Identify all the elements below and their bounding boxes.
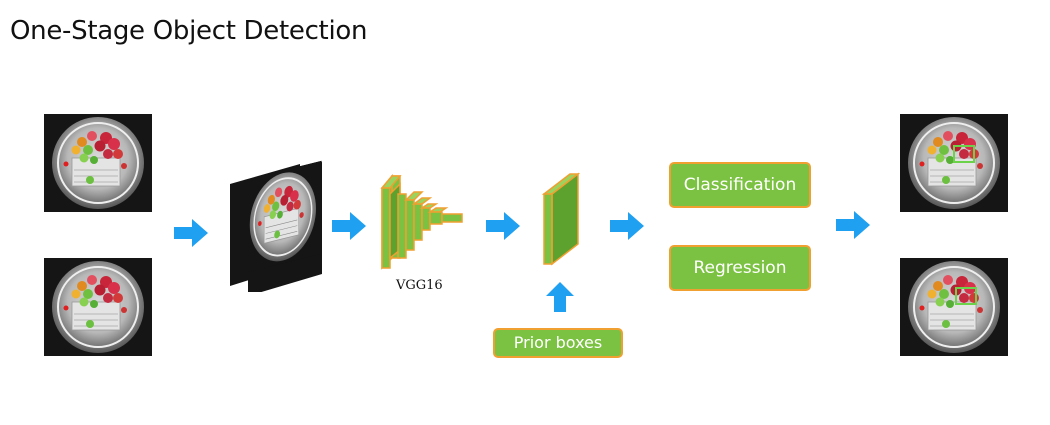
right-arrow-icon bbox=[486, 212, 520, 240]
stacked-images bbox=[230, 160, 322, 292]
page-title: One-Stage Object Detection bbox=[10, 16, 368, 46]
input-image-2 bbox=[44, 258, 152, 356]
right-arrow-icon bbox=[610, 212, 644, 240]
classification-head: Classification bbox=[669, 162, 811, 208]
feature-map-block bbox=[541, 172, 581, 266]
input-image-1 bbox=[44, 114, 152, 212]
up-arrow-icon bbox=[546, 282, 574, 312]
output-image-2 bbox=[900, 258, 1008, 356]
vgg16-label: VGG16 bbox=[396, 278, 443, 293]
right-arrow-icon bbox=[332, 212, 366, 240]
detection-box bbox=[953, 145, 975, 163]
prior-boxes-label: Prior boxes bbox=[493, 328, 623, 358]
detection-box bbox=[955, 287, 977, 305]
right-arrow-icon bbox=[836, 211, 870, 239]
vgg16-backbone bbox=[380, 173, 463, 270]
regression-head: Regression bbox=[669, 245, 811, 291]
output-image-1 bbox=[900, 114, 1008, 212]
right-arrow-icon bbox=[174, 219, 208, 247]
